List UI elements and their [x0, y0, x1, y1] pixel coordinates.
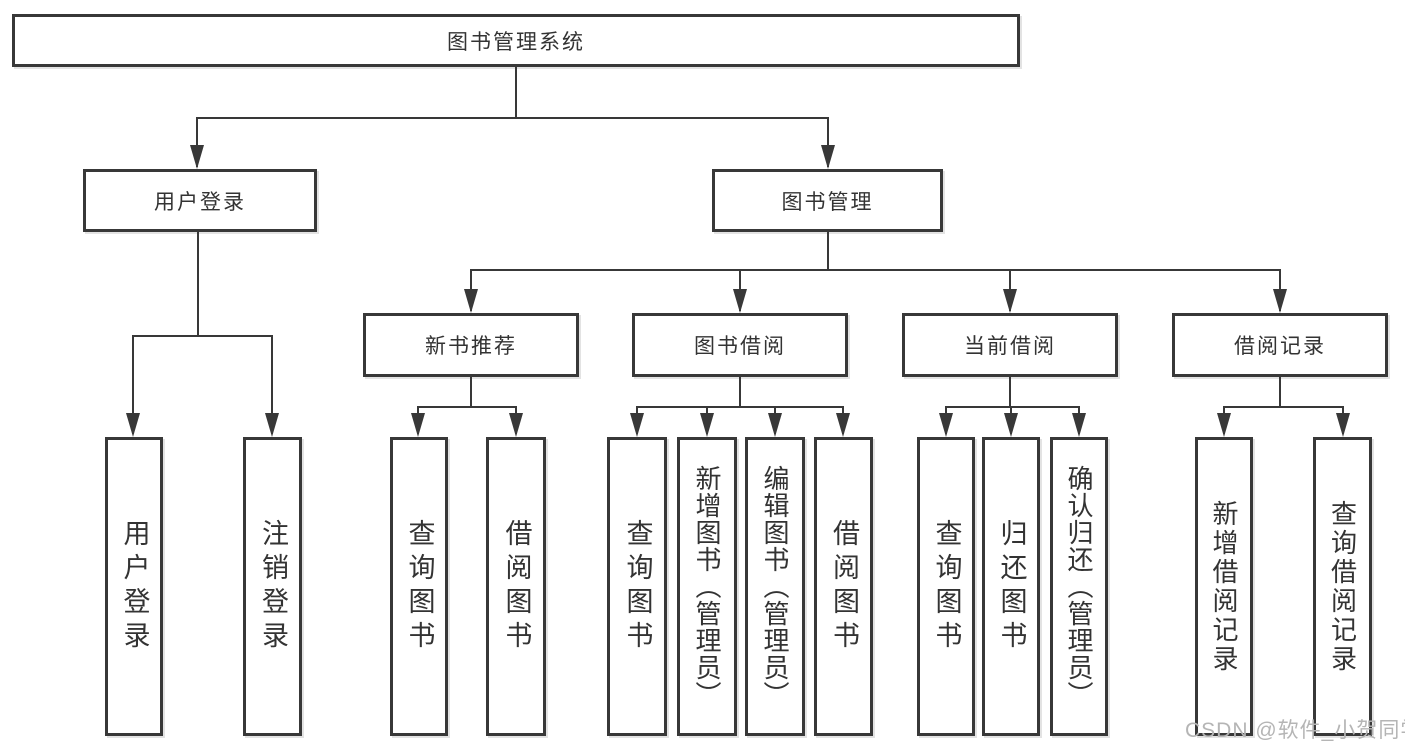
leaf-label: 借阅图书 — [501, 518, 532, 655]
arrow-head — [265, 413, 279, 437]
arrow-head — [1003, 289, 1017, 313]
connector — [196, 117, 198, 167]
connector — [132, 335, 273, 337]
arrow-head — [509, 413, 523, 437]
watermark: CSDN @软件_小贺同学 — [1185, 719, 1405, 742]
connector — [132, 335, 134, 434]
connector — [945, 406, 1080, 408]
leaf-label: 查询图书 — [404, 518, 435, 655]
connector — [515, 66, 517, 118]
leaf-query-borrow-record: 查询借阅记录 — [1313, 437, 1372, 736]
leaf-label: 查询图书 — [622, 518, 653, 655]
connector — [1009, 375, 1011, 407]
connector — [470, 269, 1281, 271]
arrow-head — [768, 413, 782, 437]
arrow-head — [700, 413, 714, 437]
leaf-query-books: 查询图书 — [607, 437, 667, 736]
connector — [417, 406, 517, 408]
leaf-user-login: 用户登录 — [105, 437, 163, 736]
node-label: 新书推荐 — [425, 335, 517, 358]
arrow-head — [1336, 413, 1350, 437]
arrow-head — [939, 413, 953, 437]
connector — [196, 117, 829, 119]
arrow-head — [836, 413, 850, 437]
leaf-label: 编辑图书（管理员） — [760, 465, 790, 708]
leaf-return-books: 归还图书 — [982, 437, 1040, 736]
node-label: 图书管理系统 — [447, 30, 585, 54]
leaf-add-books-admin: 新增图书（管理员） — [677, 437, 737, 736]
leaf-borrow-books: 借阅图书 — [486, 437, 546, 736]
connector — [827, 230, 829, 270]
leaf-logout: 注销登录 — [243, 437, 302, 736]
node-borrowing-records: 借阅记录 — [1172, 313, 1388, 377]
connector — [470, 375, 472, 407]
leaf-borrow-books: 借阅图书 — [814, 437, 873, 736]
node-label: 用户登录 — [154, 190, 246, 214]
connector — [1279, 375, 1281, 407]
connector — [739, 375, 741, 407]
node-user-login: 用户登录 — [83, 169, 317, 232]
leaf-label: 新增图书（管理员） — [692, 465, 722, 708]
connector — [636, 406, 844, 408]
leaf-edit-books-admin: 编辑图书（管理员） — [745, 437, 805, 736]
arrow-head — [190, 145, 204, 169]
arrow-head — [1004, 413, 1018, 437]
leaf-confirm-return-admin: 确认归还（管理员） — [1050, 437, 1108, 736]
arrow-head — [411, 413, 425, 437]
node-label: 图书借阅 — [694, 335, 786, 358]
arrow-head — [1217, 413, 1231, 437]
arrow-head — [464, 289, 478, 313]
connector — [1223, 406, 1344, 408]
leaf-label: 新增借阅记录 — [1209, 499, 1239, 674]
connector — [271, 335, 273, 434]
leaf-label: 确认归还（管理员） — [1064, 465, 1094, 708]
connector — [197, 230, 199, 336]
leaf-add-borrow-record: 新增借阅记录 — [1195, 437, 1253, 736]
leaf-label: 查询图书 — [931, 518, 962, 655]
node-label: 当前借阅 — [964, 335, 1056, 358]
leaf-label: 注销登录 — [258, 518, 288, 655]
arrow-head — [821, 145, 835, 169]
arrow-head — [1072, 413, 1086, 437]
arrow-head — [126, 413, 140, 437]
leaf-query-books: 查询图书 — [917, 437, 975, 736]
node-library-management-system: 图书管理系统 — [12, 14, 1020, 67]
node-label: 借阅记录 — [1234, 335, 1326, 358]
node-book-borrowing: 图书借阅 — [632, 313, 848, 377]
node-new-book-recommendation: 新书推荐 — [363, 313, 579, 377]
arrow-head — [1273, 289, 1287, 313]
node-label: 图书管理 — [781, 190, 874, 214]
arrow-head — [733, 289, 747, 313]
node-book-management: 图书管理 — [712, 169, 943, 232]
leaf-label: 归还图书 — [996, 518, 1027, 655]
leaf-label: 查询借阅记录 — [1327, 499, 1358, 674]
connector — [827, 117, 829, 167]
leaf-label: 用户登录 — [119, 518, 150, 655]
leaf-query-books: 查询图书 — [390, 437, 448, 736]
leaf-label: 借阅图书 — [829, 518, 859, 655]
arrow-head — [630, 413, 644, 437]
node-current-borrowing: 当前借阅 — [902, 313, 1118, 377]
